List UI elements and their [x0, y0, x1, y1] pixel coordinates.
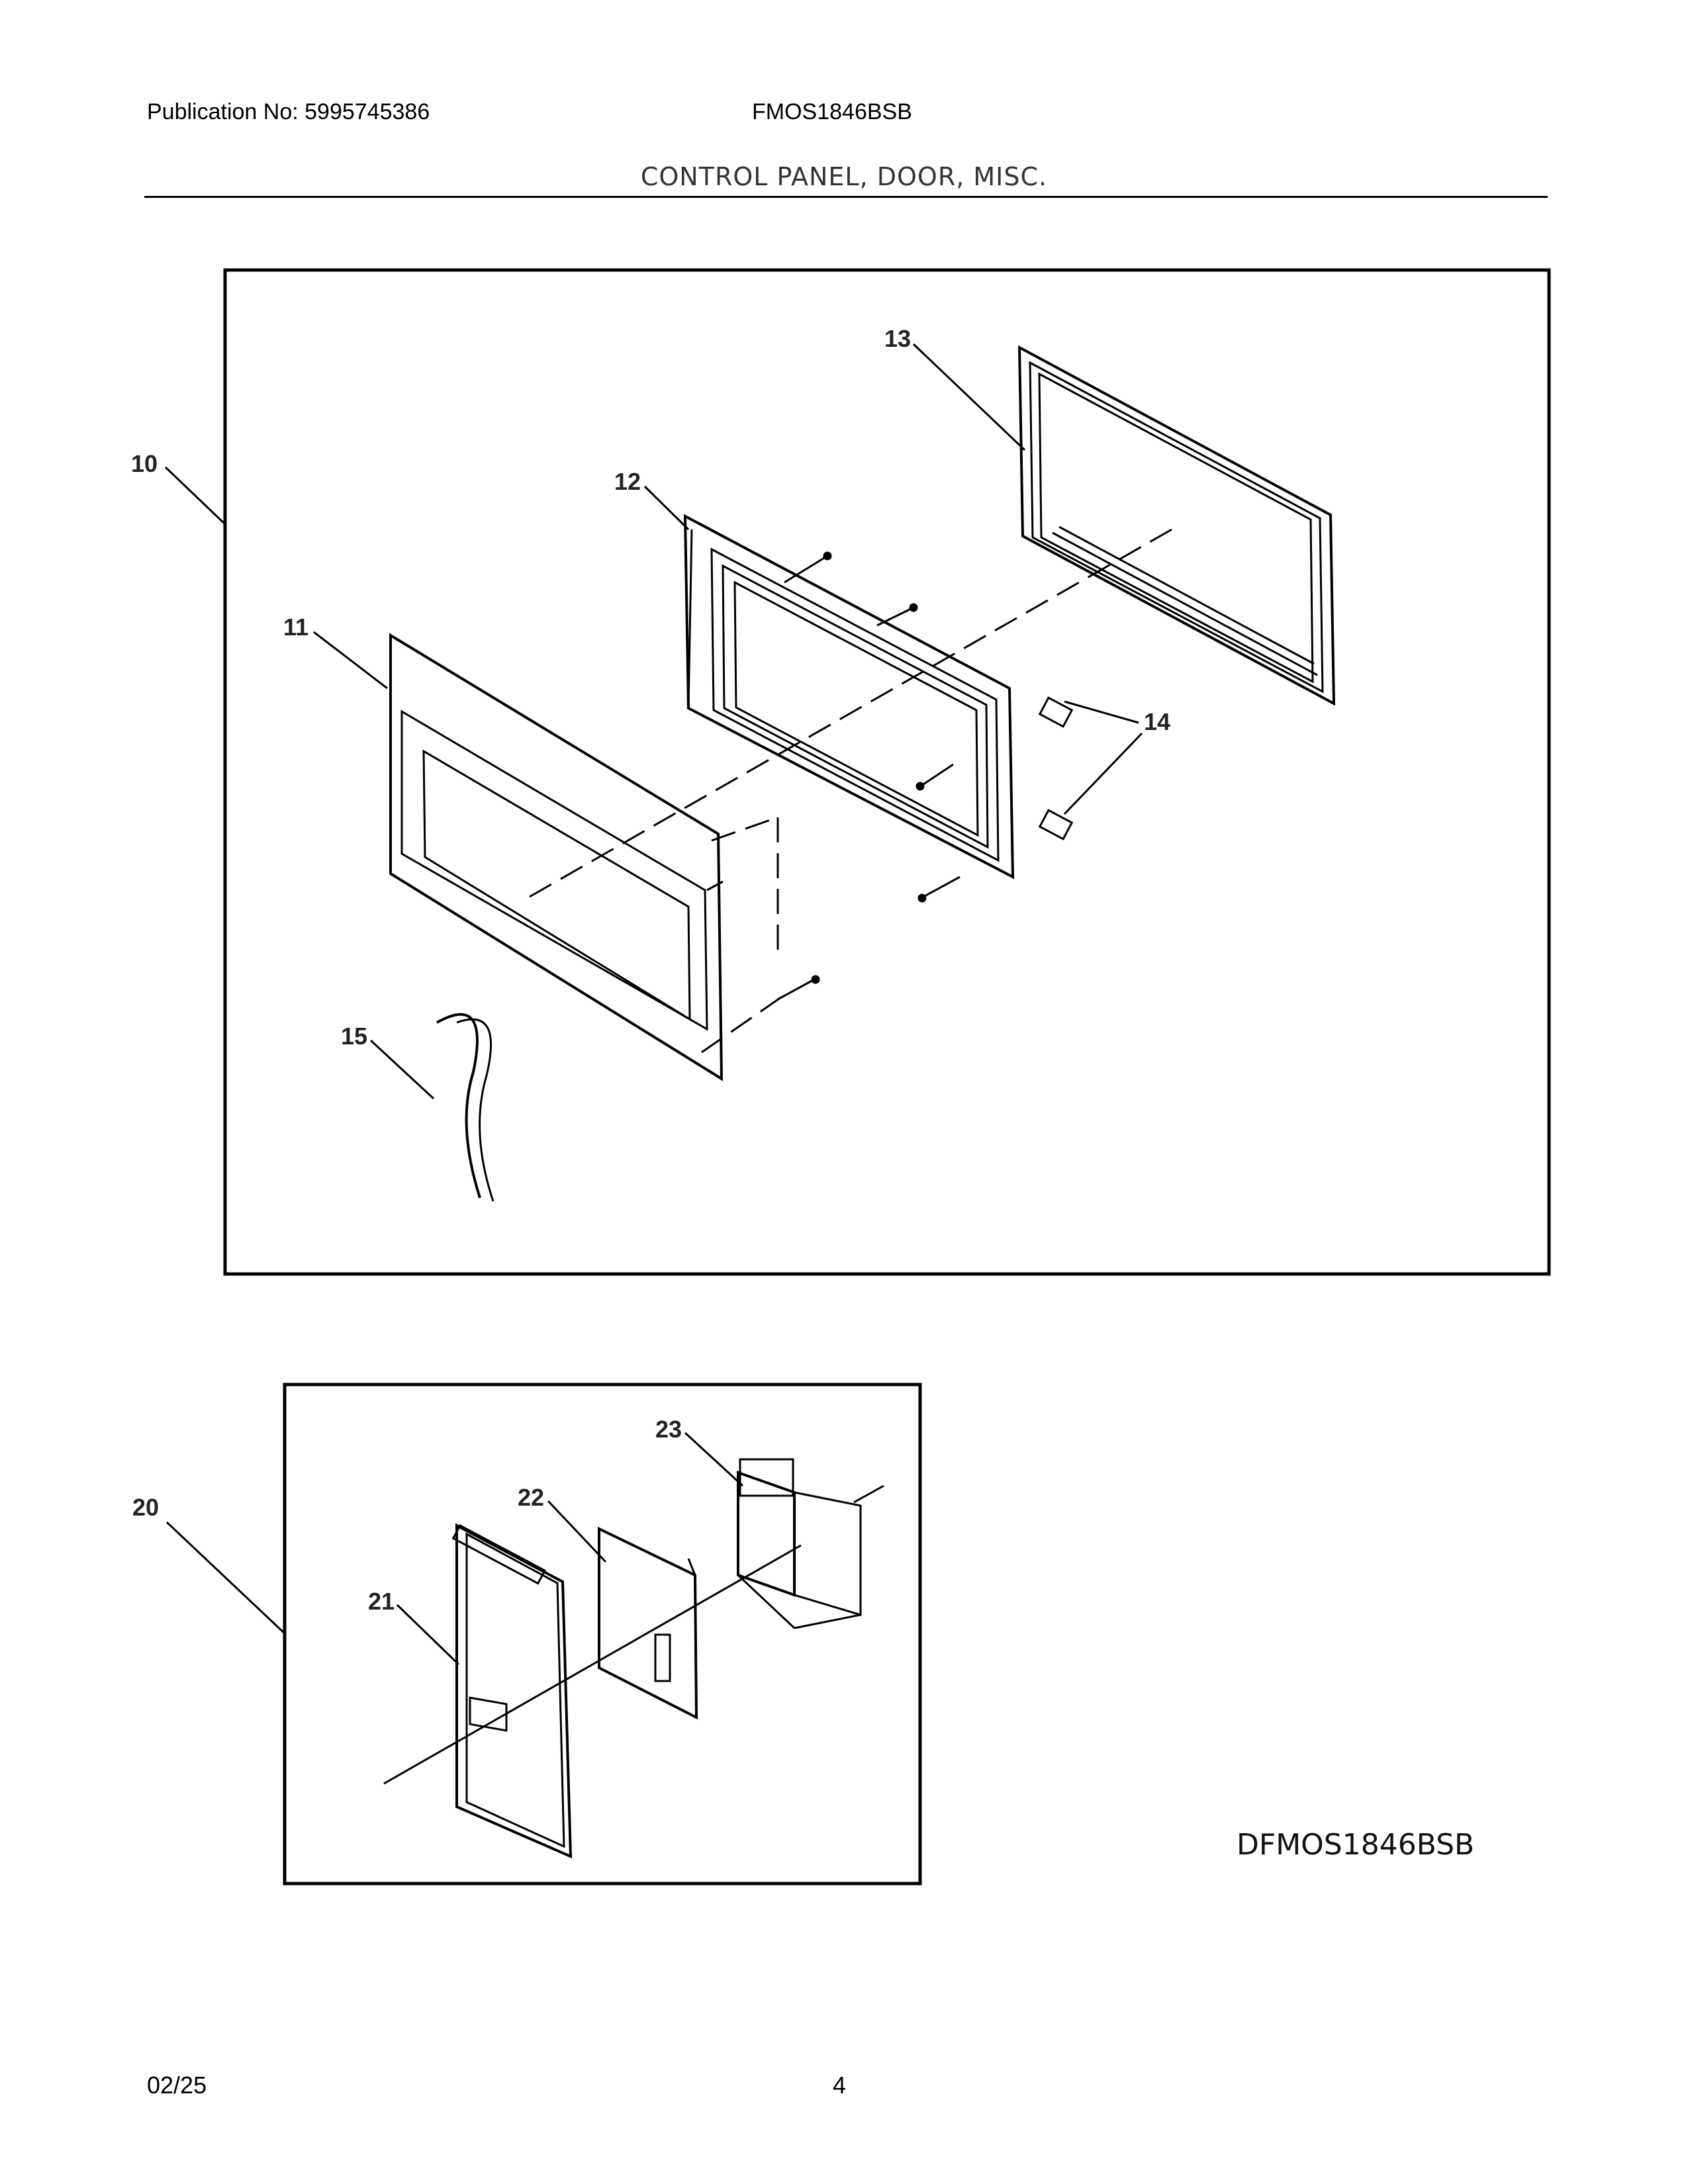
alignment-lines — [529, 528, 1172, 1054]
leader-14b — [1063, 732, 1143, 815]
leader-14a — [1064, 700, 1139, 724]
callout-15: 15 — [341, 1023, 367, 1050]
callout-10: 10 — [131, 450, 158, 477]
door-screws — [777, 551, 961, 1001]
section-title: CONTROL PANEL, DOOR, MISC. — [640, 162, 1048, 191]
leader-11 — [313, 631, 388, 690]
control-panel-frame — [283, 1383, 922, 1886]
part-23-bracket — [737, 1458, 862, 1629]
callout-22: 22 — [518, 1484, 544, 1511]
callout-21: 21 — [368, 1588, 395, 1615]
diagram-code: DFMOS1846BSB — [1237, 1828, 1475, 1862]
part-13-door-choke-frame — [1017, 345, 1336, 706]
part-21-control-panel — [451, 1523, 573, 1859]
door-assembly-frame — [223, 268, 1551, 1276]
part-15-door-handle — [436, 1013, 494, 1202]
part-22-control-board — [598, 1526, 698, 1720]
part-11-outer-door — [389, 633, 724, 1081]
leader-15 — [369, 1039, 435, 1100]
page-number: 4 — [833, 2071, 847, 2099]
model-number: FMOS1846BSB — [752, 99, 912, 124]
callout-23: 23 — [655, 1416, 682, 1443]
callout-14: 14 — [1144, 708, 1170, 735]
leader-22 — [547, 1500, 607, 1563]
callout-20: 20 — [132, 1494, 159, 1521]
control-alignment-line — [383, 1544, 802, 1785]
leader-20 — [165, 1521, 287, 1636]
leader-21 — [396, 1604, 460, 1666]
part-14-door-latches — [1038, 696, 1074, 841]
publication-number: Publication No: 5995745386 — [147, 99, 430, 124]
footer-date: 02/25 — [147, 2071, 207, 2099]
control-screw — [853, 1484, 884, 1504]
callout-13: 13 — [884, 325, 911, 352]
header-rule — [144, 196, 1548, 198]
callout-11: 11 — [283, 614, 308, 641]
leader-13 — [912, 343, 1026, 451]
leader-10 — [164, 466, 226, 525]
part-12-inner-door — [683, 514, 1015, 880]
callout-12: 12 — [614, 468, 641, 495]
leader-12 — [643, 485, 690, 531]
leader-23 — [684, 1432, 744, 1487]
